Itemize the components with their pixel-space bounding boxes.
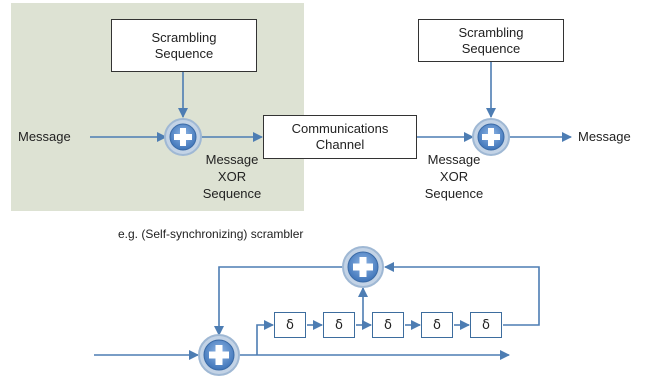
message-xor-left-line2: XOR: [217, 169, 247, 184]
communications-channel-line1: Communications: [291, 121, 389, 136]
communications-channel-line2: Channel: [315, 137, 365, 152]
delay-box-2: δ: [323, 312, 355, 338]
xor-plus-icon: [198, 334, 240, 376]
scrambler-caption: e.g. (Self-synchronizing) scrambler: [118, 227, 304, 241]
xor-plus-icon: [342, 246, 384, 288]
message-output-label: Message: [578, 129, 631, 144]
message-input-label: Message: [18, 129, 71, 144]
arrow-tap-last-to-xor-top: [384, 262, 540, 326]
scrambling-sequence-right-line2: Sequence: [461, 40, 521, 56]
delay-box-3: δ: [372, 312, 404, 338]
message-xor-sequence-left: Message XOR Sequence: [196, 152, 268, 201]
xor-plus-icon: [472, 118, 510, 156]
message-xor-right-line1: Message: [427, 152, 481, 167]
message-xor-sequence-right: Message XOR Sequence: [418, 152, 490, 201]
arrow-feedback-to-xor-bottom: [214, 266, 343, 336]
xor-plus-icon: [164, 118, 202, 156]
scrambling-sequence-left-line2: Sequence: [154, 45, 214, 61]
scrambling-sequence-left-line1: Scrambling: [151, 29, 217, 45]
delay-box-4: δ: [421, 312, 453, 338]
delay-box-1: δ: [274, 312, 306, 338]
communications-channel-box: Communications Channel: [263, 115, 417, 159]
message-xor-right-line2: XOR: [439, 169, 469, 184]
message-xor-left-line1: Message: [205, 152, 259, 167]
scrambling-sequence-box-left: Scrambling Sequence: [111, 19, 257, 72]
delay-box-5: δ: [470, 312, 502, 338]
message-xor-left-line3: Sequence: [202, 186, 262, 201]
message-xor-right-line3: Sequence: [424, 186, 484, 201]
scrambling-sequence-right-line1: Scrambling: [458, 24, 524, 40]
arrow-branch-to-delay-1: [256, 320, 274, 355]
scrambling-sequence-box-right: Scrambling Sequence: [418, 19, 564, 62]
